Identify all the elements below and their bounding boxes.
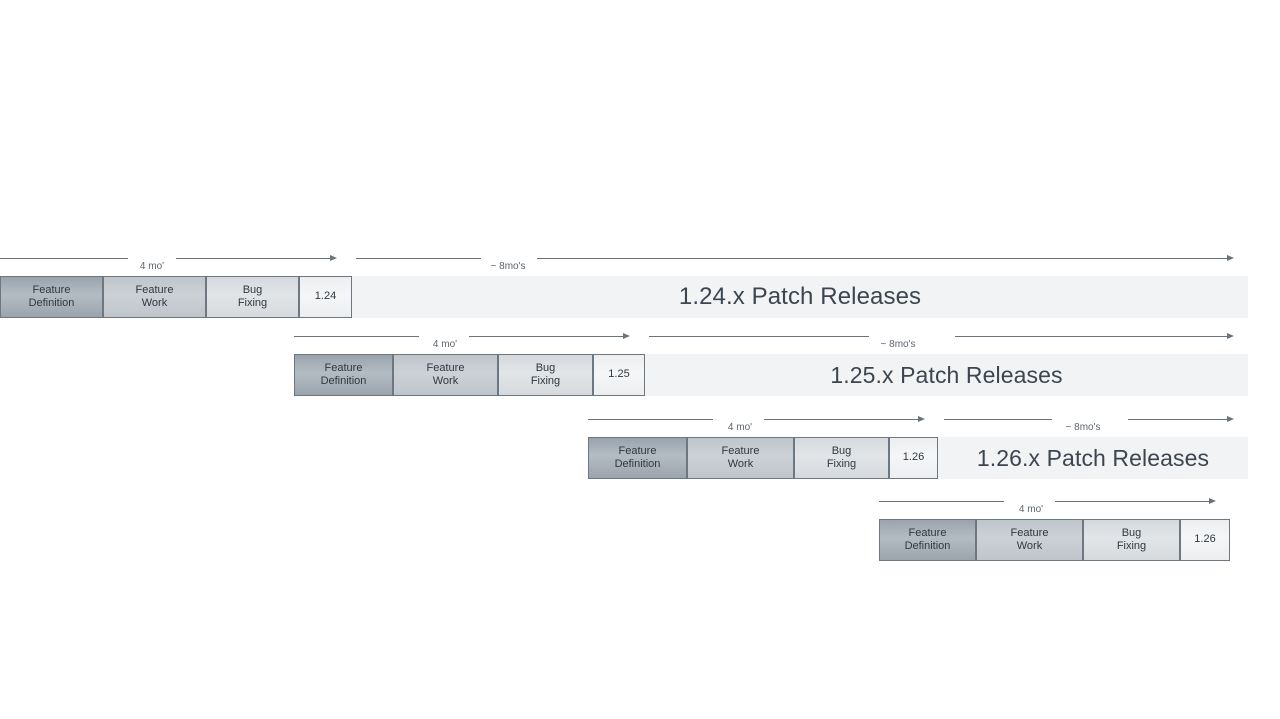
phase-bug-fixing-1-25: Bug Fixing: [498, 354, 593, 396]
patch-release-label-1-25: 1.25.x Patch Releases: [830, 361, 1063, 388]
phase-feature-definition-1-24: Feature Definition: [0, 276, 103, 318]
patch-release-band-1-26: 1.26.x Patch Releases: [938, 437, 1248, 479]
patch-arrow-left-segment-1-26: [944, 419, 1052, 420]
phase-feature-definition-1-26: Feature Definition: [588, 437, 687, 479]
version-box-1-25: 1.25: [593, 354, 645, 396]
phase-feature-work-1-26-next: Feature Work: [976, 519, 1083, 561]
version-box-1-26: 1.26: [889, 437, 938, 479]
patch-arrow-label-1-25: ~ 8mo's: [880, 339, 916, 350]
phase-bug-fixing-1-26: Bug Fixing: [794, 437, 889, 479]
dev-arrow-label-1-25: 4 mo': [432, 339, 458, 350]
patch-release-label-1-24: 1.24.x Patch Releases: [678, 283, 922, 310]
dev-arrow-right-segment-1-26: [764, 419, 919, 420]
patch-arrow-head-1-25: [1227, 333, 1234, 339]
dev-arrow-left-segment-1-26-next: [879, 501, 1004, 502]
dev-arrow-label-1-26: 4 mo': [727, 422, 753, 433]
phase-feature-definition-1-26-next: Feature Definition: [879, 519, 976, 561]
phase-bug-fixing-1-26-next: Bug Fixing: [1083, 519, 1180, 561]
dev-arrow-right-segment-1-26-next: [1055, 501, 1210, 502]
phase-feature-definition-1-25: Feature Definition: [294, 354, 393, 396]
dev-arrow-right-segment-1-25: [469, 336, 624, 337]
dev-arrow-left-segment-1-25: [294, 336, 419, 337]
version-box-1-26-next: 1.26: [1180, 519, 1230, 561]
dev-arrow-label-1-24: 4 mo': [139, 261, 165, 272]
version-box-1-24: 1.24: [299, 276, 352, 318]
dev-arrow-head-1-26-next: [1209, 498, 1216, 504]
patch-arrow-left-segment-1-24: [356, 258, 481, 259]
dev-arrow-head-1-25: [623, 333, 630, 339]
phase-bug-fixing-1-24: Bug Fixing: [206, 276, 299, 318]
dev-arrow-label-1-26-next: 4 mo': [1018, 504, 1044, 515]
patch-arrow-head-1-26: [1227, 416, 1234, 422]
patch-arrow-left-segment-1-25: [649, 336, 869, 337]
patch-release-band-1-25: 1.25.x Patch Releases: [645, 354, 1248, 396]
patch-arrow-right-segment-1-26: [1128, 419, 1231, 420]
dev-arrow-right-segment-1-24: [176, 258, 331, 259]
patch-arrow-label-1-24: ~ 8mo's: [490, 261, 526, 272]
phase-feature-work-1-26: Feature Work: [687, 437, 794, 479]
patch-arrow-head-1-24: [1227, 255, 1234, 261]
phase-feature-work-1-24: Feature Work: [103, 276, 206, 318]
patch-arrow-right-segment-1-24: [537, 258, 1231, 259]
patch-arrow-right-segment-1-25: [955, 336, 1231, 337]
dev-arrow-head-1-24: [330, 255, 337, 261]
dev-arrow-head-1-26: [918, 416, 925, 422]
patch-release-label-1-26: 1.26.x Patch Releases: [976, 444, 1210, 471]
phase-feature-work-1-25: Feature Work: [393, 354, 498, 396]
dev-arrow-left-segment-1-26: [588, 419, 713, 420]
dev-arrow-left-segment-1-24: [0, 258, 128, 259]
patch-release-band-1-24: 1.24.x Patch Releases: [352, 276, 1248, 318]
patch-arrow-label-1-26: ~ 8mo's: [1065, 422, 1101, 433]
